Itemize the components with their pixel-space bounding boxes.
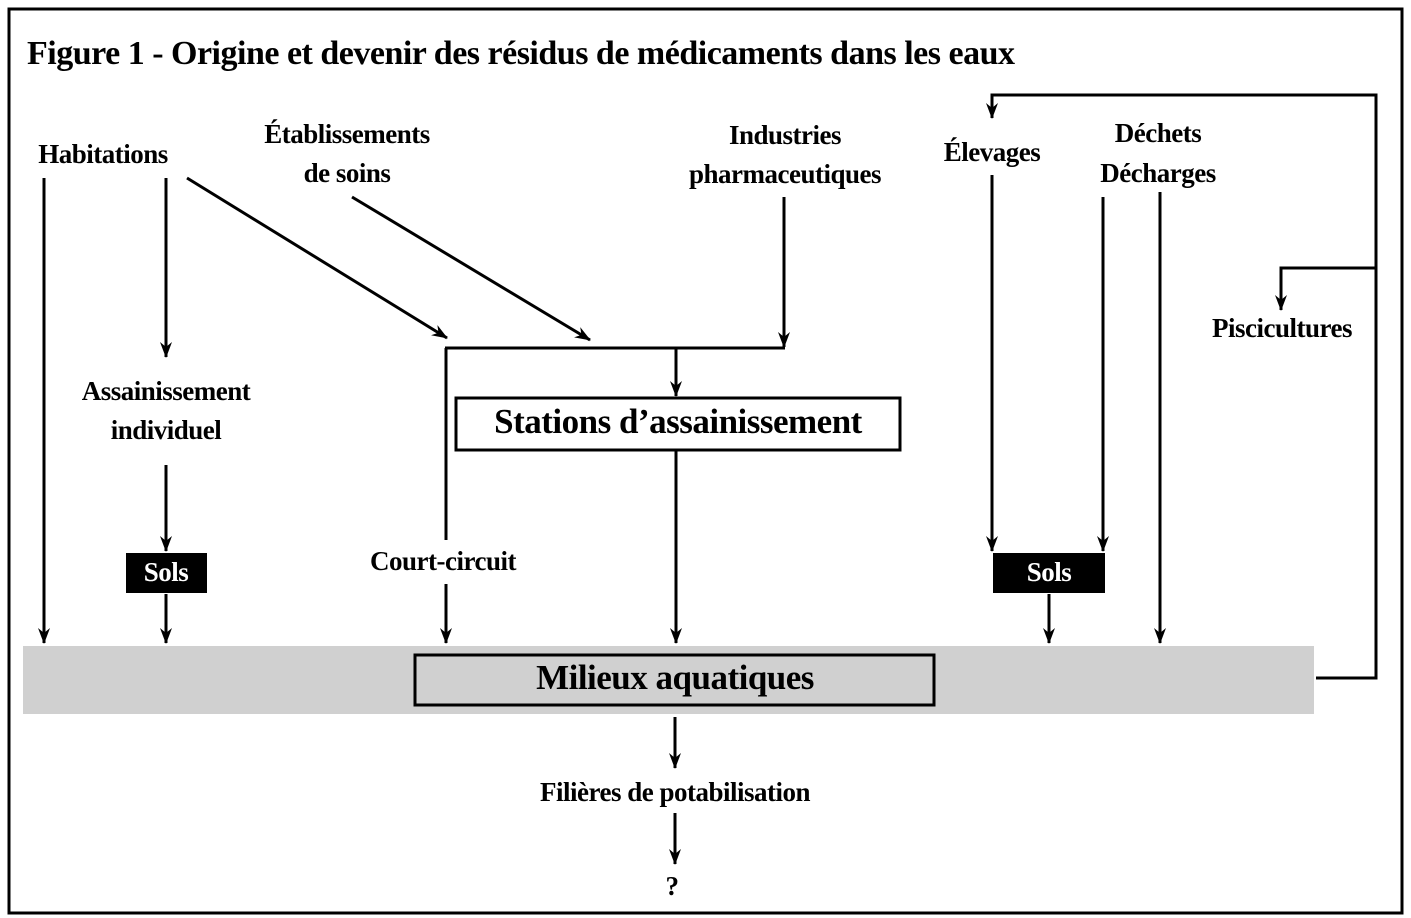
- arrow-etablissements-junction: [351, 195, 591, 342]
- label-milieux: Milieux aquatiques: [536, 658, 814, 697]
- label-question: ?: [666, 871, 679, 901]
- label-stations: Stations d’assainissement: [494, 402, 863, 441]
- aquatic-band: [23, 646, 1314, 714]
- label-elevages: Élevages: [944, 137, 1041, 167]
- label-court-circuit: Court-circuit: [370, 546, 516, 576]
- label-piscicultures: Piscicultures: [1212, 313, 1352, 343]
- label-filieres: Filières de potabilisation: [540, 777, 810, 807]
- figure-frame: [7, 7, 1404, 915]
- label-dechets-2: Décharges: [1100, 158, 1215, 188]
- label-assainissement-2: individuel: [111, 415, 223, 445]
- arrow-loop-piscicultures: [1275, 266, 1376, 311]
- label-industries-2: pharmaceutiques: [689, 159, 881, 189]
- milieux-box: [413, 653, 936, 707]
- arrow-habitations-junction: [186, 176, 448, 340]
- label-etablissements-2: de soins: [304, 158, 391, 188]
- label-sols-left: Sols: [144, 557, 189, 587]
- label-habitations: Habitations: [38, 139, 168, 169]
- stations-box: [454, 396, 902, 452]
- sols-box-right: [993, 553, 1105, 593]
- sols-box-left: [126, 553, 207, 593]
- label-assainissement-1: Assainissement: [82, 376, 251, 406]
- figure-title: Figure 1 - Origine et devenir des résidu…: [27, 35, 1015, 72]
- label-dechets-1: Déchets: [1115, 118, 1201, 148]
- label-sols-right: Sols: [1027, 557, 1072, 587]
- label-etablissements-1: Établissements: [264, 119, 430, 149]
- arrow-loop-elevages: [986, 93, 1378, 680]
- label-industries-1: Industries: [729, 120, 841, 150]
